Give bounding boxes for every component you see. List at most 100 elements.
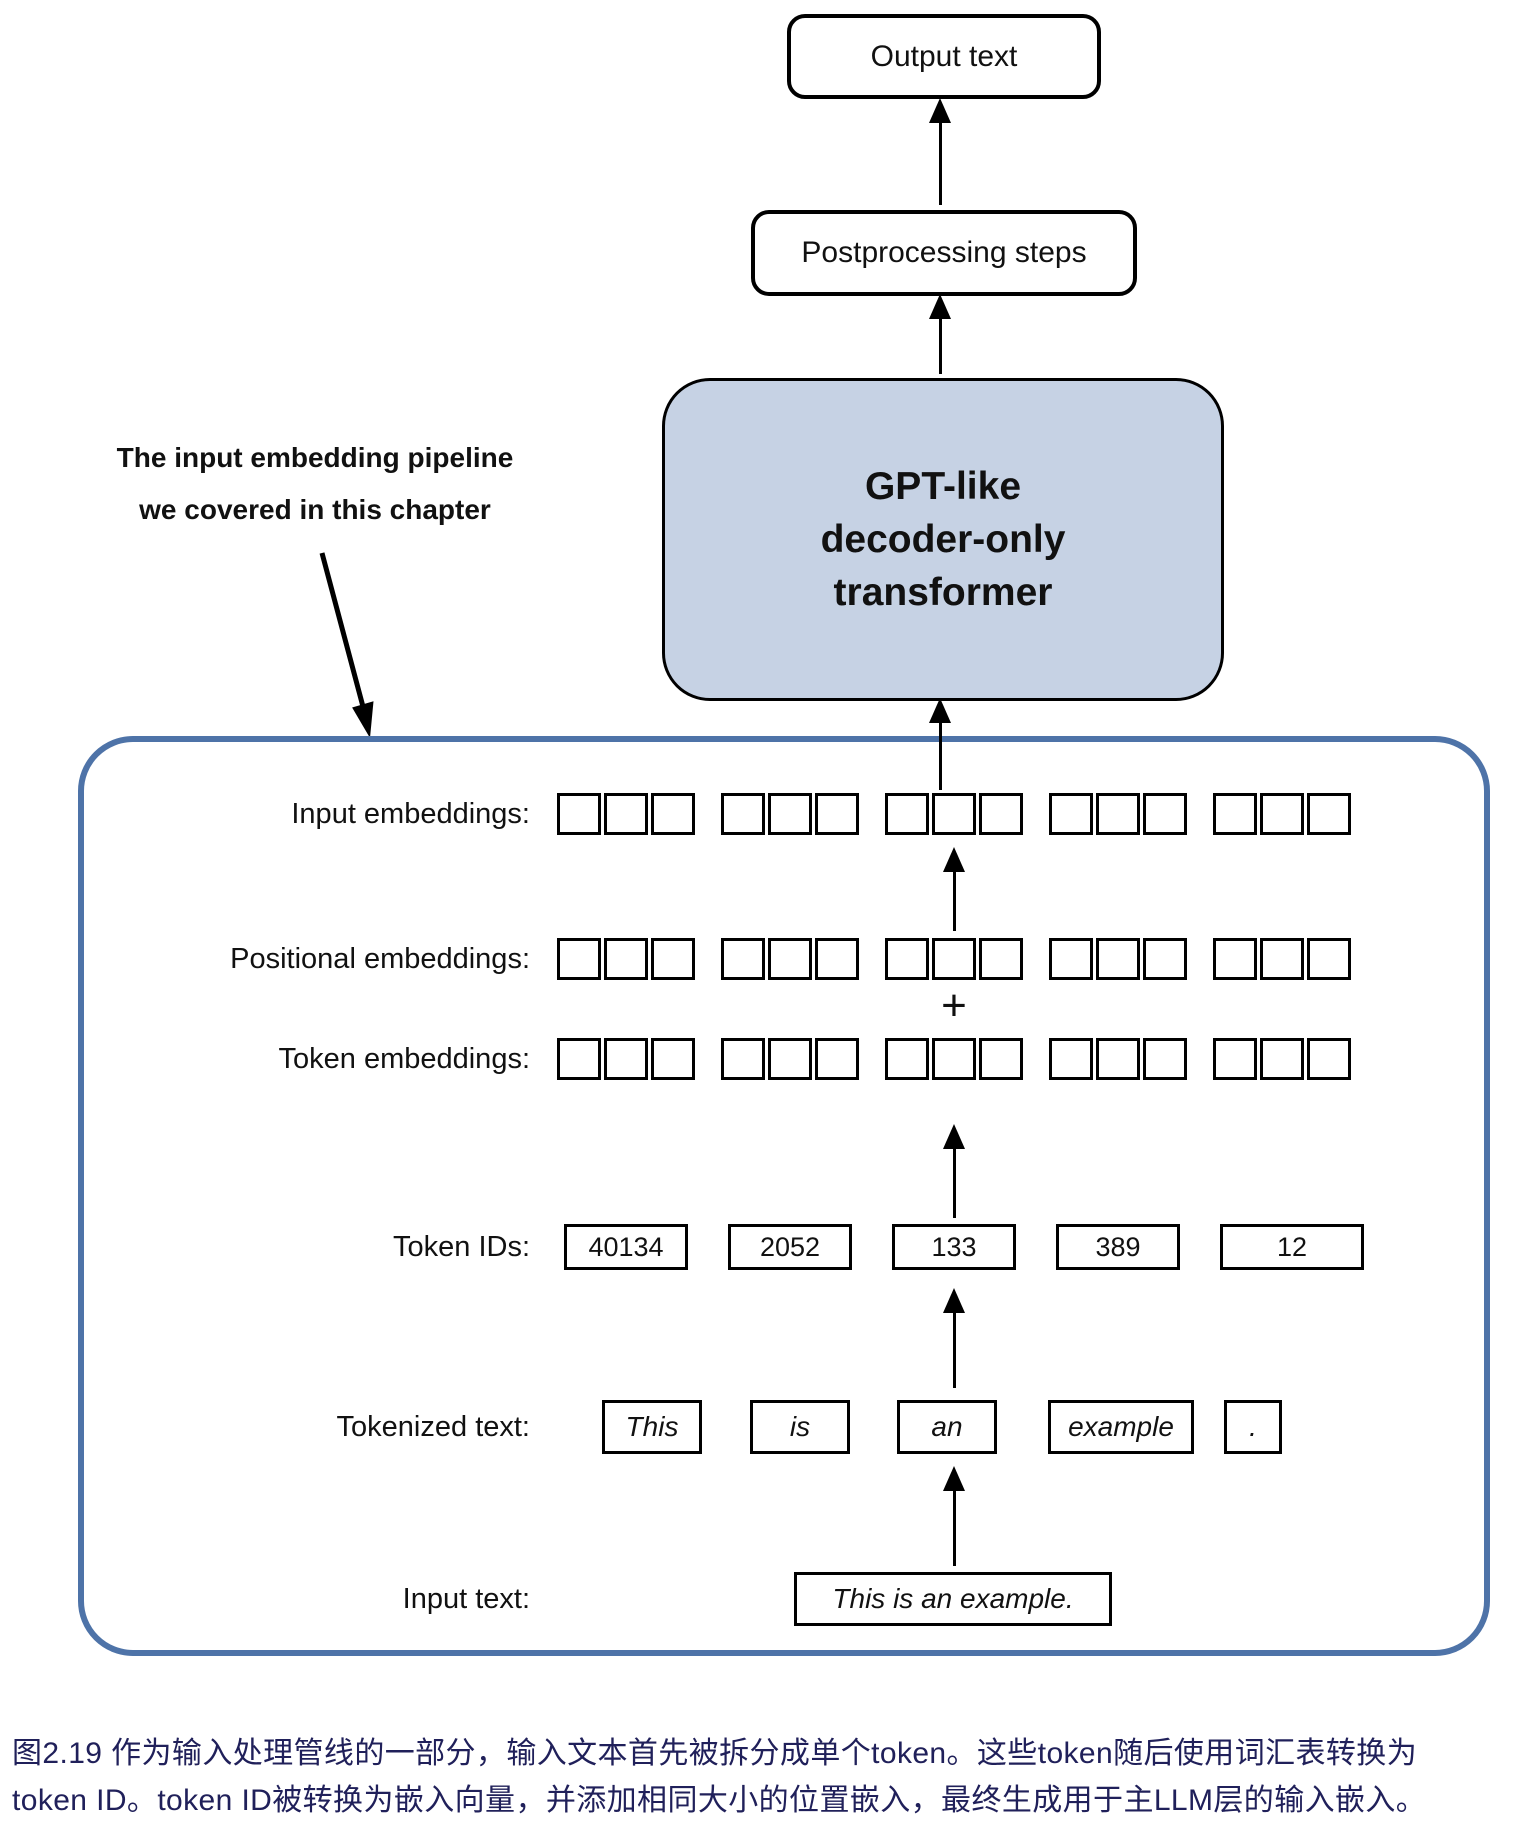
embedding-cell: [1260, 1038, 1304, 1080]
embedding-cell: [1096, 938, 1140, 980]
arrow-head-icon: [943, 1288, 965, 1313]
embedding-vector-group: [1213, 938, 1351, 980]
embedding-cell: [1307, 938, 1351, 980]
input-embeddings-vectors: [557, 793, 1351, 835]
token-text-box: an: [897, 1400, 997, 1454]
embedding-cell: [932, 793, 976, 835]
gpt-box-line1: GPT-like: [864, 465, 1022, 508]
embedding-cell: [1260, 793, 1304, 835]
arrow-head-icon: [929, 698, 951, 723]
token-id-box: 12: [1220, 1224, 1364, 1270]
arrow-head-icon: [929, 294, 951, 319]
embedding-cell: [979, 938, 1023, 980]
embedding-cell: [815, 1038, 859, 1080]
caption-line2: token ID。token ID被转换为嵌入向量，并添加相同大小的位置嵌入，最…: [12, 1784, 1427, 1817]
embedding-cell: [721, 793, 765, 835]
positional-embeddings-vectors: [557, 938, 1351, 980]
embedding-cell: [1213, 938, 1257, 980]
embedding-cell: [557, 793, 601, 835]
embedding-cell: [1307, 793, 1351, 835]
embedding-cell: [768, 1038, 812, 1080]
arrow-shaft: [938, 723, 942, 790]
embedding-vector-group: [1213, 1038, 1351, 1080]
embedding-cell: [604, 793, 648, 835]
arrow-up-icon: [942, 1288, 966, 1388]
embedding-cell: [1049, 1038, 1093, 1080]
arrow-up-icon: [928, 98, 952, 205]
embedding-cell: [1049, 793, 1093, 835]
token-text-box: This: [602, 1400, 702, 1454]
embedding-cell: [885, 793, 929, 835]
embedding-cell: [885, 1038, 929, 1080]
embedding-cell: [1307, 1038, 1351, 1080]
tokenized-text-label: Tokenized text:: [336, 1411, 530, 1443]
embedding-cell: [1096, 1038, 1140, 1080]
input-embedding-pipeline-container: [78, 736, 1490, 1656]
arrow-up-icon: [942, 1466, 966, 1566]
arrow-shaft: [952, 1313, 956, 1388]
embedding-cell: [604, 938, 648, 980]
embedding-cell: [768, 938, 812, 980]
caption-line1: 图2.19 作为输入处理管线的一部分，输入文本首先被拆分成单个token。这些t…: [12, 1737, 1418, 1770]
embedding-cell: [721, 938, 765, 980]
arrow-up-icon: [928, 294, 952, 374]
embedding-cell: [1143, 938, 1187, 980]
token-text-box: is: [750, 1400, 850, 1454]
embedding-cell: [651, 938, 695, 980]
token-text-box: .: [1224, 1400, 1282, 1454]
embedding-cell: [979, 793, 1023, 835]
embedding-cell: [1143, 793, 1187, 835]
embedding-vector-group: [885, 793, 1023, 835]
embedding-cell: [815, 938, 859, 980]
embedding-cell: [815, 793, 859, 835]
token-text-box: example: [1048, 1400, 1194, 1454]
embedding-cell: [885, 938, 929, 980]
arrow-up-icon: [942, 847, 966, 931]
figure-caption: 图2.19 作为输入处理管线的一部分，输入文本首先被拆分成单个token。这些t…: [12, 1730, 1508, 1824]
embedding-cell: [979, 1038, 1023, 1080]
embedding-vector-group: [885, 1038, 1023, 1080]
embedding-cell: [1213, 1038, 1257, 1080]
arrow-head-icon: [943, 1124, 965, 1149]
embedding-vector-group: [1049, 1038, 1187, 1080]
token-id-box: 133: [892, 1224, 1016, 1270]
embedding-cell: [721, 1038, 765, 1080]
embedding-vector-group: [721, 1038, 859, 1080]
embedding-cell: [557, 938, 601, 980]
arrow-head-icon: [929, 98, 951, 123]
arrow-shaft: [952, 1149, 956, 1218]
embedding-vector-group: [885, 938, 1023, 980]
input-text-label: Input text:: [402, 1583, 530, 1615]
token-id-box: 2052: [728, 1224, 852, 1270]
embedding-vector-group: [557, 793, 695, 835]
token-embeddings-vectors: [557, 1038, 1351, 1080]
embedding-vector-group: [1049, 938, 1187, 980]
embedding-cell: [651, 1038, 695, 1080]
arrow-shaft: [952, 872, 956, 931]
arrow-head-icon: [943, 1466, 965, 1491]
input-text-box: This is an example.: [794, 1572, 1112, 1626]
token-id-box: 389: [1056, 1224, 1180, 1270]
embedding-cell: [604, 1038, 648, 1080]
arrow-shaft: [952, 1491, 956, 1566]
embedding-cell: [1213, 793, 1257, 835]
embedding-cell: [768, 793, 812, 835]
embedding-cell: [1143, 1038, 1187, 1080]
token-ids-label: Token IDs:: [393, 1231, 530, 1263]
plus-sign: +: [941, 981, 967, 1030]
token-id-box: 40134: [564, 1224, 688, 1270]
embedding-vector-group: [721, 793, 859, 835]
gpt-box-line2: decoder-only: [820, 518, 1066, 561]
embedding-cell: [1096, 793, 1140, 835]
arrow-head-icon: [943, 847, 965, 872]
token-embeddings-label: Token embeddings:: [278, 1043, 531, 1075]
arrow-shaft: [938, 319, 942, 374]
embedding-vector-group: [557, 938, 695, 980]
embedding-vector-group: [1213, 793, 1351, 835]
embedding-cell: [557, 1038, 601, 1080]
gpt-transformer-box: GPT-like decoder-only transformer: [662, 378, 1224, 701]
output-text-box: Output text: [787, 14, 1101, 99]
input-embeddings-label: Input embeddings:: [291, 798, 530, 830]
arrow-up-icon: [928, 698, 952, 790]
annotation-arrow-icon: [319, 552, 374, 738]
